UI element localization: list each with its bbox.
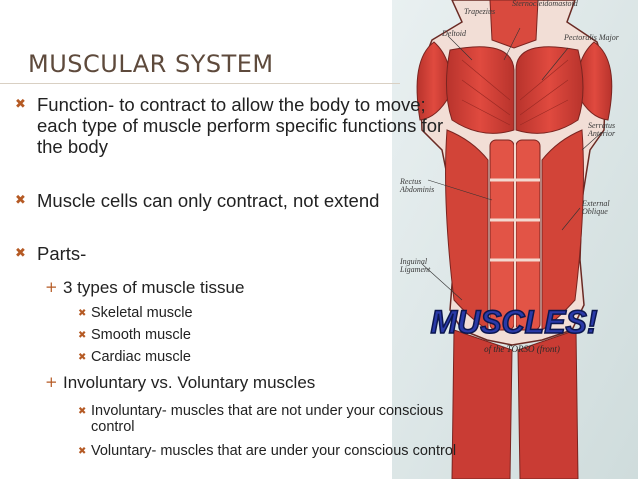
label-external-oblique: External Oblique <box>582 199 610 216</box>
label-deltoid: Deltoid <box>442 29 466 38</box>
label-trapezius: Trapezius <box>464 7 496 16</box>
poster-caption: of the TORSO (front) <box>484 344 560 354</box>
bullet-contract: ✖ Muscle cells can only contract, not ex… <box>15 190 395 211</box>
list-item-skeletal: ✖ Skeletal muscle <box>78 305 468 322</box>
title-divider <box>0 83 400 84</box>
x-mark-icon: ✖ <box>78 446 87 457</box>
list-item-smooth: ✖ Smooth muscle <box>78 327 468 344</box>
x-mark-icon: ✖ <box>78 330 87 341</box>
list-item-voluntary: ✖ Voluntary- muscles that are under your… <box>78 443 468 460</box>
x-mark-icon: ✖ <box>78 406 87 417</box>
plus-icon: + <box>45 278 58 296</box>
item-text: Voluntary- muscles that are under your c… <box>91 443 457 459</box>
slide-content: ✖ Function- to contract to allow the bod… <box>15 94 468 460</box>
bullet-text: Parts- <box>37 243 87 264</box>
list-item-involuntary: ✖ Involuntary- muscles that are not unde… <box>78 403 468 435</box>
x-mark-icon: ✖ <box>78 352 87 363</box>
plus-icon: + <box>45 373 58 391</box>
label-pectoralis-major: Pectoralis Major <box>564 33 619 42</box>
x-mark-icon: ✖ <box>15 193 26 208</box>
bullet-function: ✖ Function- to contract to allow the bod… <box>15 94 445 157</box>
sub-bullet-control-types: + Involuntary vs. Voluntary muscles <box>45 373 445 392</box>
label-inguinal-ligament: Inguinal Ligament <box>400 257 431 274</box>
x-mark-icon: ✖ <box>15 246 26 261</box>
poster-word: MUSCLES! <box>430 304 597 340</box>
bullet-text: Muscle cells can only contract, not exte… <box>37 190 380 211</box>
sub-bullet-text: 3 types of muscle tissue <box>63 278 245 297</box>
slide-title: MUSCULAR SYSTEM <box>28 50 274 78</box>
item-text: Involuntary- muscles that are not under … <box>91 403 444 435</box>
item-text: Cardiac muscle <box>91 349 191 365</box>
sub-bullet-tissue-types: + 3 types of muscle tissue <box>45 278 445 297</box>
label-rectus-abdominis: Rectus Abdominis <box>400 177 435 194</box>
item-text: Smooth muscle <box>91 327 191 343</box>
list-item-cardiac: ✖ Cardiac muscle <box>78 349 468 366</box>
label-sternocleidomastoid: Sternocleidomastoid <box>512 0 578 8</box>
label-serratus-anterior: Serratus Anterior <box>588 121 616 138</box>
bullet-text: Function- to contract to allow the body … <box>37 94 444 157</box>
bullet-parts: ✖ Parts- <box>15 243 445 264</box>
x-mark-icon: ✖ <box>15 97 26 112</box>
item-text: Skeletal muscle <box>91 305 193 321</box>
x-mark-icon: ✖ <box>78 308 87 319</box>
torso-muscle-illustration: MUSCLES! of the TORSO (front) Deltoid Tr… <box>392 0 638 479</box>
sub-bullet-text: Involuntary vs. Voluntary muscles <box>63 373 316 392</box>
torso-drawing: MUSCLES! of the TORSO (front) <box>392 0 638 479</box>
